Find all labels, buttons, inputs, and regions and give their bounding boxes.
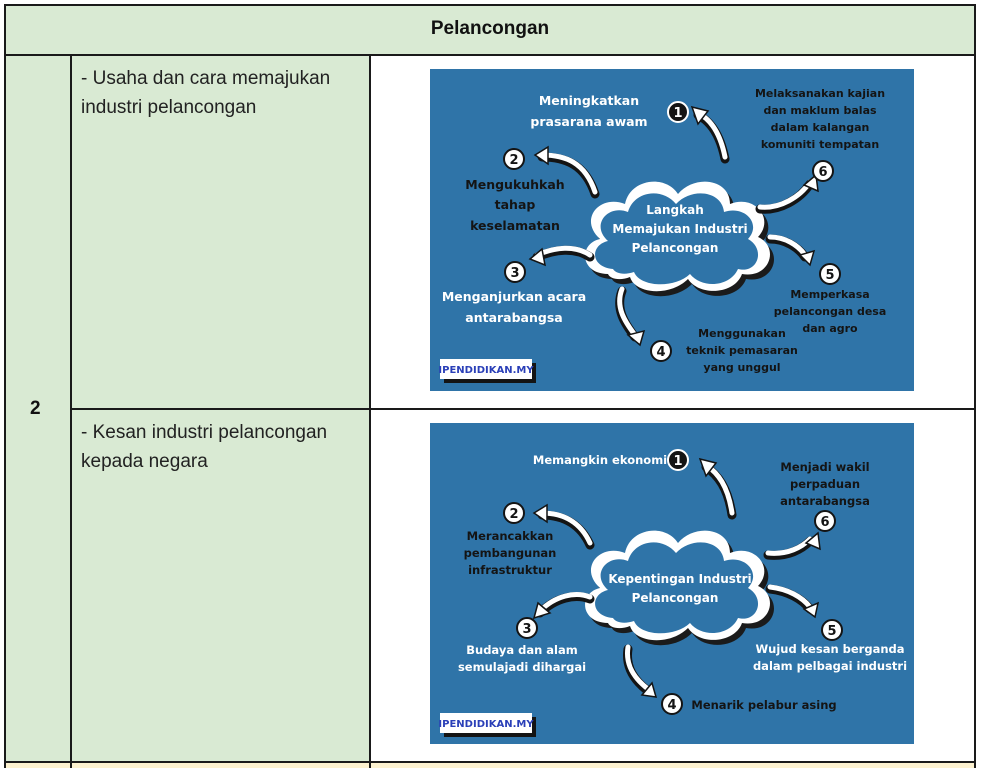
impact-2-line3: infrastruktur: [468, 563, 552, 577]
cloud-shape: [585, 530, 774, 646]
arrow-heads: [528, 105, 819, 347]
impact-6-line3: antarabangsa: [780, 494, 870, 508]
step-4-line3: yang unggul: [703, 361, 780, 374]
impact-6-number: 6: [820, 515, 829, 530]
step-3-line2: antarabangsa: [465, 310, 562, 325]
step-2-number: 2: [509, 153, 518, 168]
table-border-top: [4, 4, 976, 6]
impact-2-line1: Merancakkan: [467, 529, 554, 543]
impact-5-number: 5: [827, 624, 836, 639]
row2-description: - Kesan industri pelancongan kepada nega…: [81, 418, 366, 476]
impact-2-line2: pembangunan: [464, 546, 557, 560]
row1-description-line1: - Usaha dan cara memajukan: [81, 68, 331, 89]
center-text-line1: Kepentingan Industri: [608, 572, 751, 586]
row2-description-line2: kepada negara: [81, 451, 208, 472]
site-badge: IPENDIDIKAN.MY: [438, 713, 536, 737]
impact-3-number: 3: [522, 622, 531, 637]
impact-5-line2: dalam pelbagai industri: [753, 659, 907, 673]
step-6-line3: dalam kalangan: [771, 121, 870, 134]
impact-4-number: 4: [667, 698, 676, 713]
center-text-line3: Pelancongan: [632, 241, 719, 255]
step-1-number: 1: [673, 106, 682, 121]
infographic-langkah: Langkah Memajukan Industri Pelancongan: [430, 69, 914, 391]
impact-3-line2: semulajadi dihargai: [458, 660, 586, 674]
table-border-right: [974, 4, 976, 768]
row1-description: - Usaha dan cara memajukan industri pela…: [81, 64, 366, 122]
row-divider: [70, 408, 976, 410]
site-badge-text: IPENDIDIKAN.MY: [438, 719, 534, 730]
step-6-line1: Melaksanakan kajian: [755, 87, 885, 100]
impact-1-number: 1: [673, 454, 682, 469]
center-text-line2: Pelancongan: [632, 591, 719, 605]
impact-5-line1: Wujud kesan berganda: [755, 642, 904, 656]
step-5-number: 5: [825, 268, 834, 283]
site-badge-text: IPENDIDIKAN.MY: [438, 365, 534, 376]
impact-1-line1: Memangkin ekonomi: [533, 453, 667, 467]
step-5-line3: dan agro: [802, 322, 858, 335]
impact-badges: 1 2 3 4 5 6: [503, 449, 843, 715]
step-6-line4: komuniti tempatan: [761, 138, 879, 151]
step-4-line1: Menggunakan: [698, 327, 786, 340]
impact-6-line1: Menjadi wakil: [780, 460, 869, 474]
step-1-line1: Meningkatkan: [539, 93, 639, 108]
impact-2-number: 2: [509, 507, 518, 522]
table-border-left: [4, 4, 6, 768]
header-divider: [4, 54, 976, 56]
row1-description-line2: industri pelancongan: [81, 97, 257, 118]
step-badges: 1 2 3 4 5 6: [503, 101, 841, 362]
row-number: 2: [30, 398, 41, 419]
header-cell: [5, 5, 975, 55]
table-border-bottom: [4, 761, 976, 763]
step-6-line2: dan maklum balas: [763, 104, 877, 117]
next-row-cell: [5, 762, 975, 768]
step-3-line1: Menganjurkan acara: [442, 289, 586, 304]
row-number-cell: [5, 55, 71, 762]
row1-text-cell: [71, 55, 370, 409]
step-2-line3: keselamatan: [470, 218, 560, 233]
step-3-number: 3: [510, 266, 519, 281]
center-text-line1: Langkah: [646, 203, 704, 217]
arrow-heads: [532, 457, 821, 698]
impact-4-line1: Menarik pelabur asing: [691, 698, 836, 712]
row2-text-cell: [71, 409, 370, 762]
step-6-number: 6: [818, 165, 827, 180]
step-4-line2: teknik pemasaran: [686, 344, 798, 357]
column-divider-2: [369, 54, 371, 768]
impact-6-line2: perpaduan: [790, 477, 860, 491]
cloud-shape: [585, 181, 774, 297]
site-badge: IPENDIDIKAN.MY: [438, 359, 536, 383]
step-2-line1: Mengukuhkah: [465, 177, 564, 192]
step-4-number: 4: [656, 345, 665, 360]
impact-3-line1: Budaya dan alam: [466, 643, 577, 657]
step-5-line1: Memperkasa: [790, 288, 869, 301]
row2-description-line1: - Kesan industri pelancongan: [81, 422, 328, 443]
table-header-title: Pelancongan: [430, 18, 550, 39]
column-divider-1: [70, 54, 72, 768]
infographic-kepentingan: Kepentingan Industri Pelancongan: [430, 423, 914, 744]
step-5-line2: pelancongan desa: [774, 305, 887, 318]
center-text-line2: Memajukan Industri: [612, 222, 747, 236]
step-1-line2: prasarana awam: [530, 114, 647, 129]
step-2-line2: tahap: [495, 197, 536, 212]
